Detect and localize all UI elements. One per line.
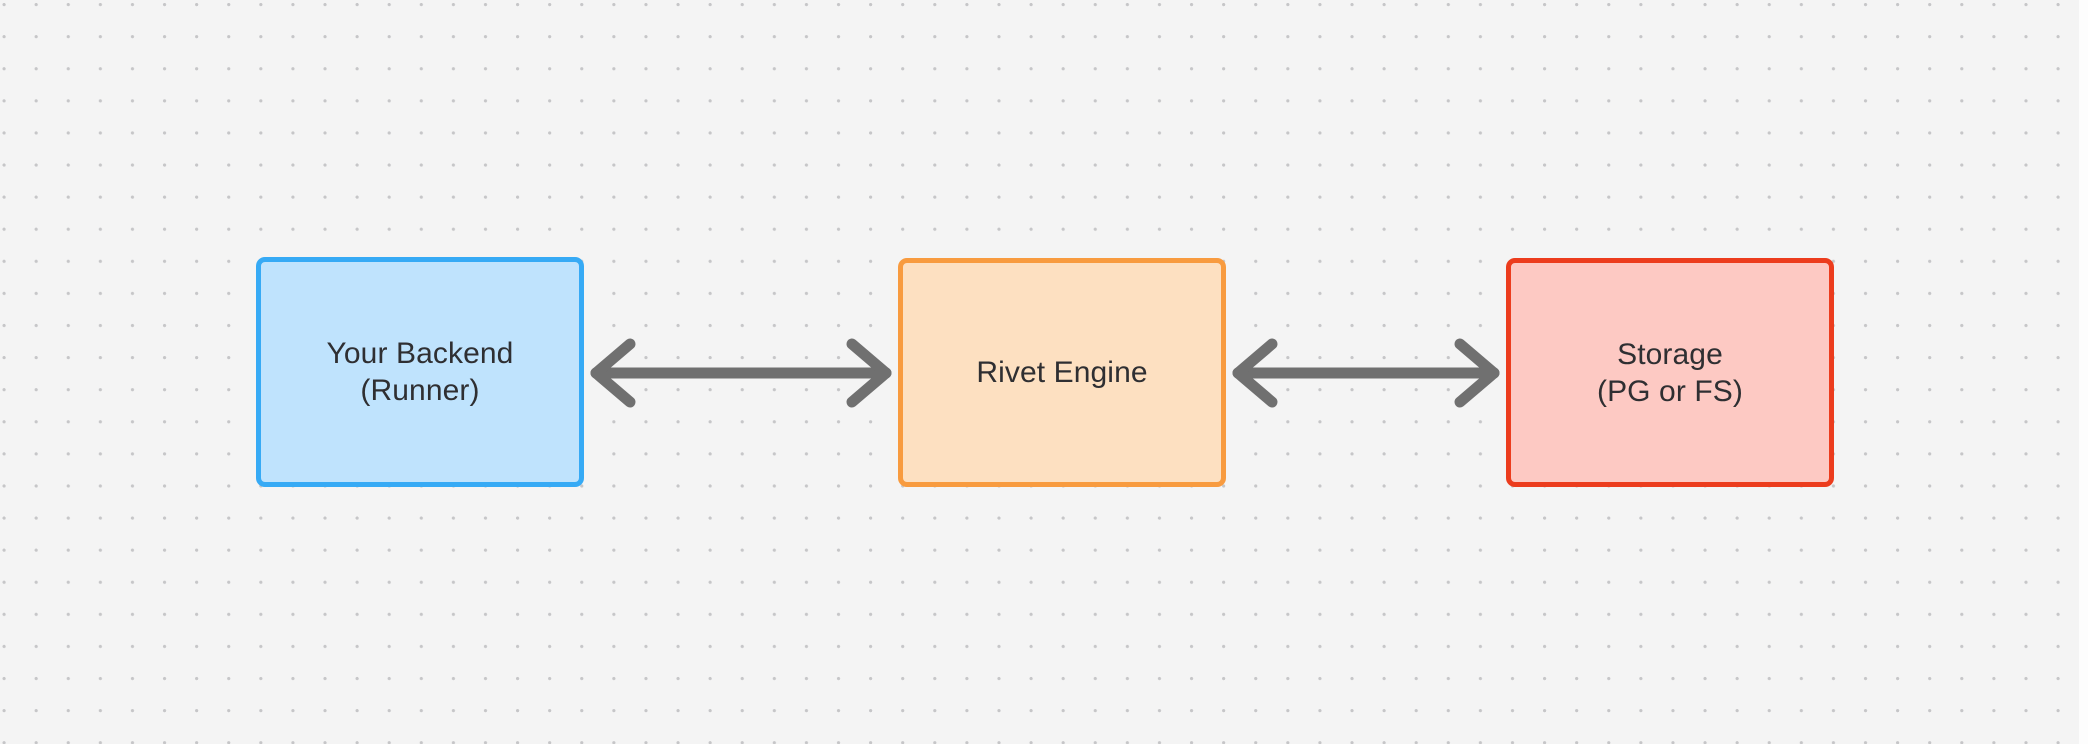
diagram-node-backend[interactable]: Your Backend (Runner) — [256, 257, 584, 487]
diagram-edge-backend-engine[interactable] — [584, 334, 898, 412]
diagram-edge-engine-storage[interactable] — [1226, 334, 1506, 412]
node-backend-label: Your Backend (Runner) — [326, 337, 514, 407]
bidirectional-arrow-icon — [1232, 338, 1500, 408]
node-engine-label: Rivet Engine — [976, 356, 1148, 389]
node-storage-label: Storage (PG or FS) — [1596, 337, 1743, 408]
bidirectional-arrow-icon — [590, 338, 892, 408]
diagram-node-storage[interactable]: Storage (PG or FS) — [1506, 258, 1834, 487]
canvas-right-edge — [2079, 0, 2088, 744]
diagram-node-engine[interactable]: Rivet Engine — [898, 258, 1226, 487]
